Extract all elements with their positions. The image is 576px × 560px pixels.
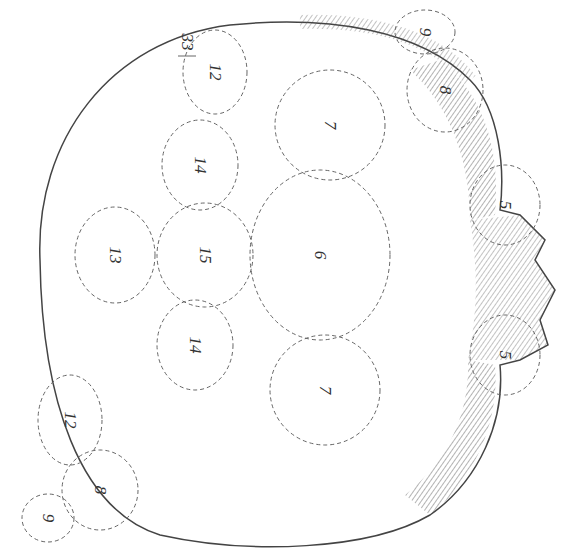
region-outlines <box>22 10 540 542</box>
callout-number: 7 <box>322 121 339 130</box>
callout-number: 15 <box>197 247 214 264</box>
callout-number: 5 <box>497 351 514 360</box>
callout-number: 14 <box>192 157 209 174</box>
callout-number: 12 <box>207 64 224 81</box>
callout-number: 14 <box>187 337 204 354</box>
shading <box>468 215 555 360</box>
shading <box>300 22 470 80</box>
shading <box>405 360 496 515</box>
callout-number: 12 <box>62 412 79 429</box>
underline <box>178 56 196 57</box>
callout-number: 13 <box>107 247 124 264</box>
shading <box>410 60 496 220</box>
skull-outline <box>40 22 555 547</box>
callout-number: 7 <box>317 386 334 395</box>
callout-number: 8 <box>437 86 454 95</box>
callout-number: 9 <box>417 28 434 37</box>
callout-number: 6 <box>312 251 329 260</box>
callout-number: 9 <box>40 514 57 523</box>
callout-number: 5 <box>497 201 514 210</box>
callout-number: 33 <box>179 34 196 51</box>
callout-number: 8 <box>92 486 109 495</box>
